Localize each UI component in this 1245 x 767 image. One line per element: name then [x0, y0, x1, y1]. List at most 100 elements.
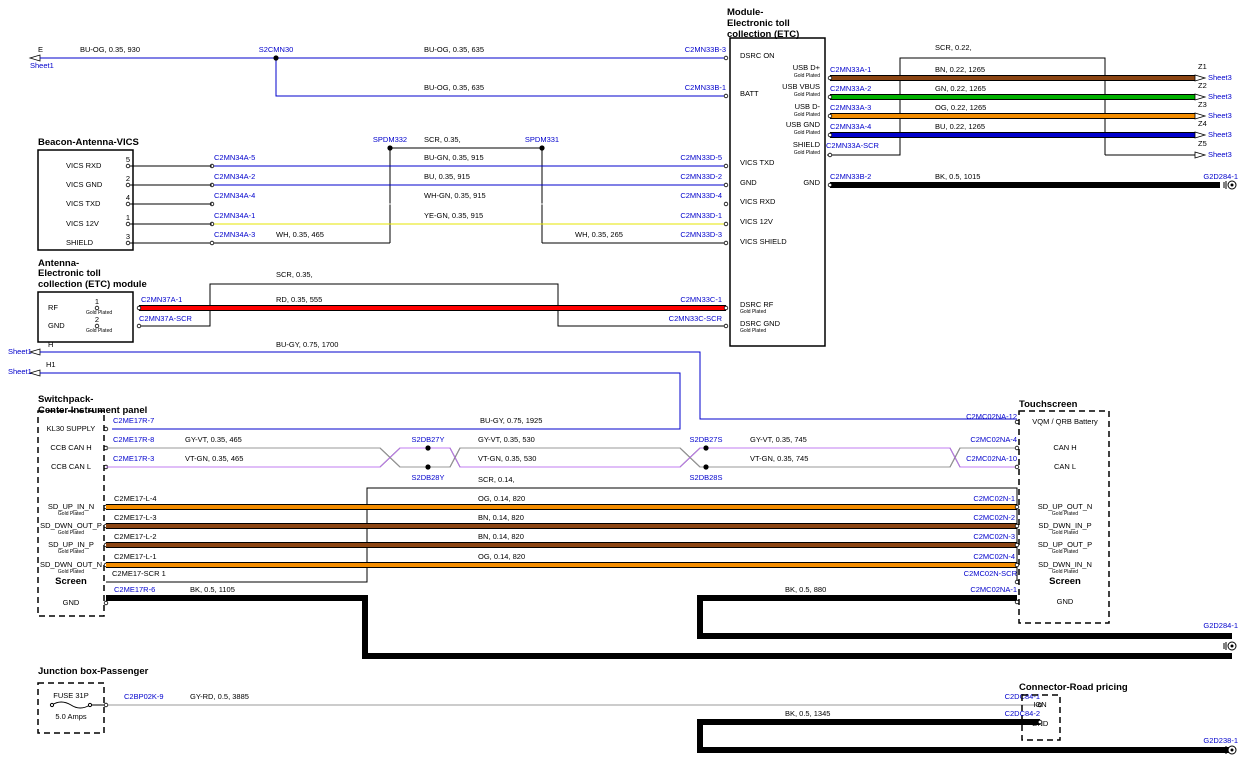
wire-label: WH, 0.35, 465 — [276, 230, 324, 239]
fuse-label: FUSE 31P — [53, 691, 88, 700]
pin-terminal — [723, 93, 729, 99]
touchscreen-pin-label: VQM / QRB Battery — [1032, 417, 1098, 426]
touchscreen-pin-label: SD_UP_OUT_P — [1038, 540, 1092, 549]
touchscreen-box — [1018, 410, 1110, 624]
connector-label: C2ME17R-8 — [113, 435, 154, 444]
pin-terminal — [1014, 504, 1020, 510]
switchpack-title: Switchpack- — [38, 394, 93, 405]
connector-label: C2MC02N-SCR — [964, 569, 1018, 578]
sheet-ref: Sheet1 — [30, 61, 54, 70]
etc-pin-label: USB D- — [795, 102, 821, 111]
wire-label: SCR, 0.14, — [478, 475, 515, 484]
antenna-etc-box — [37, 291, 134, 343]
wire-label: VT-GN, 0.35, 465 — [185, 454, 243, 463]
gold-plated-label: Gold Plated — [740, 309, 766, 315]
connector-label: C2MN33B-1 — [685, 83, 726, 92]
connector-label: C2ME17R-3 — [113, 454, 154, 463]
connector-label: S2DB28Y — [412, 473, 445, 482]
pin-terminal — [103, 600, 109, 606]
connector-label: C2MN33B-2 — [830, 172, 871, 181]
connector-label: C2ME17-L-3 — [114, 513, 157, 522]
beacon-pin-label: VICS RXD — [66, 161, 102, 170]
pin-terminal — [136, 323, 142, 329]
wire-label: RD, 0.35, 555 — [276, 295, 322, 304]
pin-number: 4 — [126, 193, 130, 202]
pin-terminal — [723, 182, 729, 188]
pin-number: 1 — [95, 297, 99, 306]
sheet-arrow-right — [1194, 112, 1207, 120]
splice-dot — [425, 464, 431, 470]
etc-pin-label: DSRC GND — [740, 319, 781, 328]
wire-label: BU-OG, 0.35, 635 — [424, 83, 484, 92]
antenna-title: collection (ETC) module — [38, 279, 147, 290]
pin-number: 2 — [126, 174, 130, 183]
etc-pin-label: VICS 12V — [740, 217, 773, 226]
wire-label: SCR, 0.22, — [935, 43, 972, 52]
pin-terminal — [827, 94, 833, 100]
sheet-ref: Z4 — [1198, 119, 1207, 128]
switchpack-pin-label: SD_UP_IN_N — [48, 502, 94, 511]
switchpack-pin-label: SD_UP_IN_P — [48, 540, 94, 549]
connector-label: C2MN37A-1 — [141, 295, 182, 304]
pin-terminal — [723, 305, 729, 311]
wire-label: OG, 0.22, 1265 — [935, 103, 986, 112]
wire-label: BN, 0.14, 820 — [478, 513, 524, 522]
connector-label: C2MN34A-5 — [214, 153, 255, 162]
pin-terminal — [1037, 702, 1043, 708]
fuse-terminal — [87, 702, 93, 708]
splice-dot — [703, 464, 709, 470]
sheet-arrow-right — [1194, 131, 1207, 139]
pin-number: 3 — [126, 232, 130, 241]
etc-pin-label: DSRC RF — [740, 300, 774, 309]
gold-plated-label: Gold Plated — [58, 530, 84, 536]
pin-terminal — [103, 702, 109, 708]
pin-terminal — [209, 240, 215, 246]
wire-label: OG, 0.14, 820 — [478, 494, 525, 503]
wire-label: BK, 0.5, 1345 — [785, 709, 830, 718]
can-l-wire — [106, 447, 1017, 468]
connector-label: G2D284-1 — [1203, 621, 1238, 630]
etc-module-title: collection (ETC) — [727, 29, 799, 40]
sheet-ref: Sheet3 — [1208, 130, 1232, 139]
fuse-rating: 5.0 Amps — [55, 712, 87, 721]
etc-pin-label: VICS TXD — [740, 158, 775, 167]
pin-terminal — [1014, 419, 1020, 425]
etc-pin-label: USB GND — [786, 120, 821, 129]
gnd-road-wire-outline — [697, 719, 1232, 753]
sheet-ref: E — [38, 45, 43, 54]
wire-label: WH-GN, 0.35, 915 — [424, 191, 486, 200]
connector-label: C2MC02NA-10 — [966, 454, 1017, 463]
etc-pin-label: SHIELD — [793, 140, 821, 149]
pin-terminal — [827, 75, 833, 81]
connector-label: C2MN33C-SCR — [669, 314, 723, 323]
wire-label: BK, 0.5, 880 — [785, 585, 826, 594]
pin-terminal — [125, 182, 131, 188]
connector-label: C2MN33A-2 — [830, 84, 871, 93]
pin-terminal — [827, 152, 833, 158]
touchscreen-pin-label: SD_DWN_IN_P — [1038, 521, 1091, 530]
splice-dot — [273, 55, 279, 61]
wire-label: BU, 0.22, 1265 — [935, 122, 985, 131]
beacon-pin-label: SHIELD — [66, 238, 94, 247]
gnd-ts-wire — [698, 596, 1232, 638]
road-pricing-title: Connector-Road pricing — [1019, 682, 1128, 693]
etc-module-title: Module- — [727, 7, 763, 18]
sheet-ref: H — [48, 340, 53, 349]
touchscreen-pin-label: CAN H — [1053, 443, 1076, 452]
etc-pin-label: VICS RXD — [740, 197, 776, 206]
connector-label: C2ME17R-6 — [114, 585, 155, 594]
connector-label: C2ME17-L-1 — [114, 552, 157, 561]
pin-terminal — [723, 323, 729, 329]
pin-terminal — [1037, 719, 1043, 725]
gold-plated-label: Gold Plated — [794, 112, 820, 118]
wire-batt-stripe — [276, 58, 726, 96]
usb-shield — [899, 57, 1106, 155]
wire-label: BN, 0.14, 820 — [478, 532, 524, 541]
connector-label: C2ME17-L-2 — [114, 532, 157, 541]
wire-label: BU-GN, 0.35, 915 — [424, 153, 484, 162]
connector-label: C2MC02N-4 — [973, 552, 1015, 561]
touchscreen-pin-label: CAN L — [1054, 462, 1076, 471]
pin-terminal — [1014, 464, 1020, 470]
gold-plated-label: Gold Plated — [86, 310, 112, 316]
sheet-ref: Sheet1 — [8, 347, 32, 356]
